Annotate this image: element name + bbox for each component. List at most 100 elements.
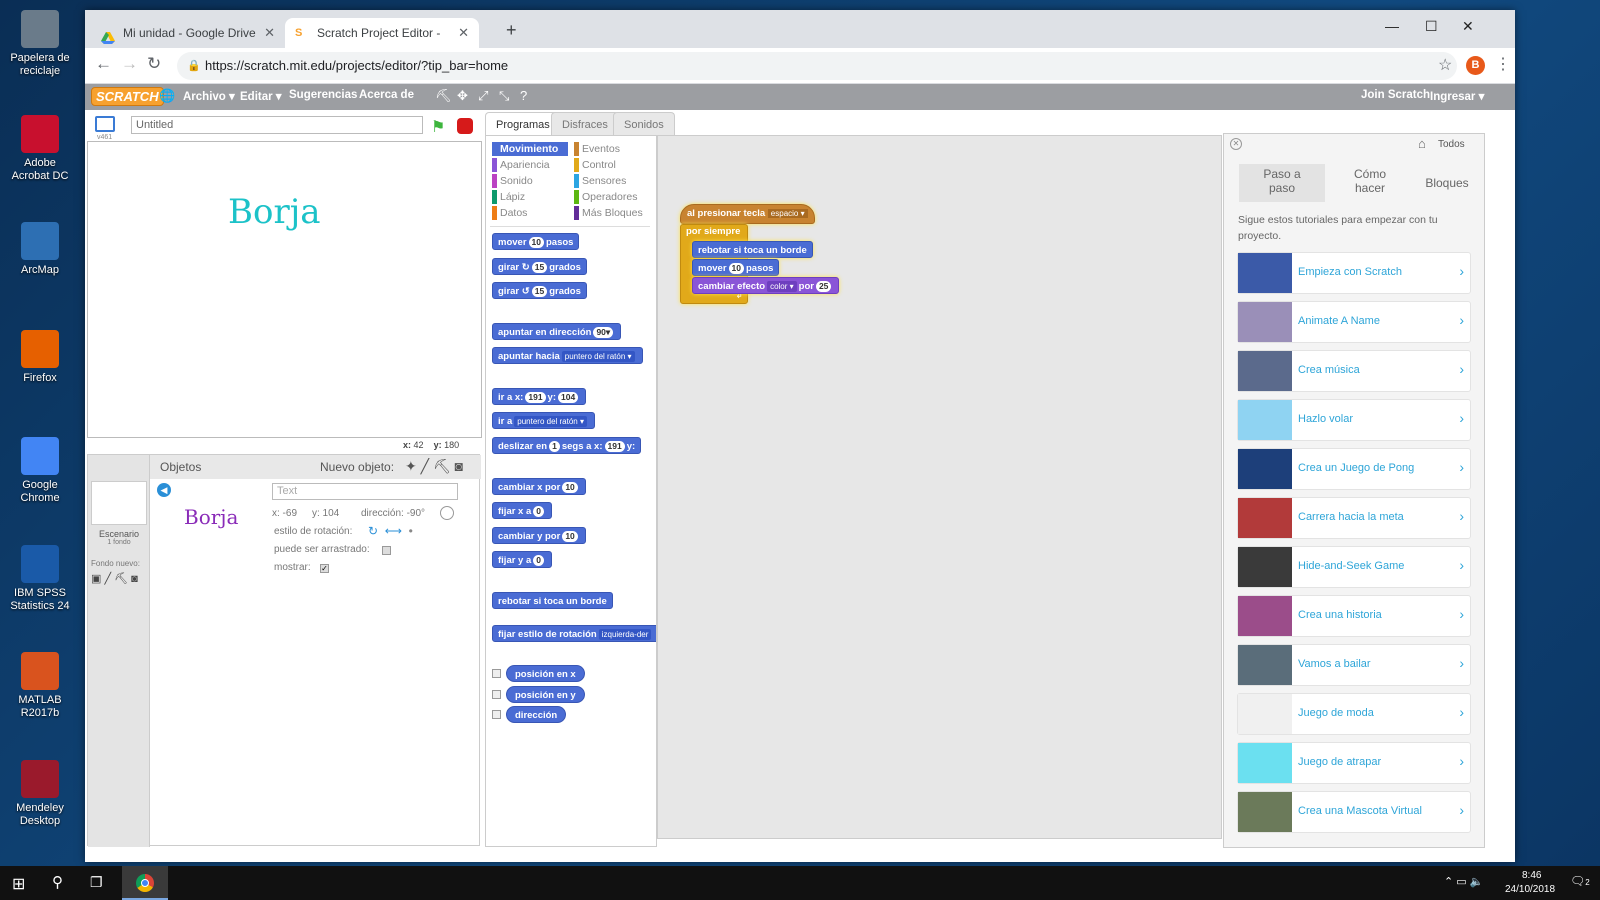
tab-disfraces[interactable]: Disfraces <box>551 112 619 136</box>
cut-icon[interactable]: ✥ <box>457 88 468 103</box>
tutorial-card[interactable]: Crea música› <box>1237 350 1471 392</box>
category-1[interactable]: Eventos <box>574 142 620 156</box>
scripts-area[interactable]: al presionar tecla espacio ▾ por siempre… <box>657 135 1222 839</box>
green-flag-icon[interactable]: ⚑ <box>431 119 446 136</box>
reporter-x-position[interactable]: posición en x <box>506 665 585 682</box>
duplicate-icon[interactable]: ⛏ <box>435 88 452 103</box>
search-icon[interactable]: ⚲ <box>52 874 63 891</box>
clock-date[interactable]: 24/10/2018 <box>1505 884 1556 895</box>
tab-google-drive[interactable]: Mi unidad - Google Drive ✕ <box>91 18 285 48</box>
stage-canvas[interactable]: Borja <box>87 141 482 438</box>
tutorial-card[interactable]: Vamos a bailar› <box>1237 644 1471 686</box>
shrink-icon[interactable]: ⤡ <box>499 88 510 103</box>
tutorial-card[interactable]: Crea una historia› <box>1237 595 1471 637</box>
draggable-checkbox[interactable] <box>382 546 391 555</box>
desktop-icon[interactable]: Google Chrome <box>4 437 76 505</box>
category-6[interactable]: Lápiz <box>492 190 525 204</box>
tutorial-card[interactable]: Crea una Mascota Virtual› <box>1237 791 1471 833</box>
home-icon[interactable]: ⌂ <box>1418 136 1426 151</box>
tutorial-card[interactable]: Hazlo volar› <box>1237 399 1471 441</box>
new-backdrop-icons[interactable]: ▣ ╱ ⛏ ◙ <box>91 573 138 585</box>
tab-programas[interactable]: Programas <box>485 112 561 136</box>
hat-key-pressed[interactable]: al presionar tecla espacio ▾ <box>680 204 815 224</box>
tray-icons[interactable]: ⌃ ▭ 🔈 <box>1444 876 1484 888</box>
new-tab-button[interactable]: + <box>506 20 517 40</box>
login-menu[interactable]: Ingresar ▾ <box>1430 91 1485 103</box>
chrome-taskbar-icon[interactable] <box>122 866 168 900</box>
tips-tab-howto[interactable]: Cómo hacer <box>1353 167 1386 195</box>
category-5[interactable]: Sensores <box>574 174 626 188</box>
project-name-input[interactable]: Untitled <box>131 116 423 134</box>
desktop-icon[interactable]: Mendeley Desktop <box>4 760 76 828</box>
close-window-button[interactable]: ✕ <box>1462 18 1474 34</box>
checkbox-direction[interactable] <box>492 710 501 719</box>
reporter-y-position[interactable]: posición en y <box>506 686 585 703</box>
tips-tab-step[interactable]: Paso a paso <box>1239 164 1325 202</box>
desktop-icon[interactable]: ArcMap <box>4 222 76 277</box>
desktop-icon[interactable]: Papelera de reciclaje <box>4 10 76 78</box>
profile-avatar[interactable]: B <box>1466 56 1485 75</box>
desktop-icon[interactable]: Firefox <box>4 330 76 385</box>
show-checkbox[interactable]: ✓ <box>320 564 329 573</box>
start-icon[interactable]: ⊞ <box>12 876 26 893</box>
stop-icon[interactable] <box>457 118 473 134</box>
menu-kebab-icon[interactable]: ⋮ <box>1495 56 1511 73</box>
close-tab-icon[interactable]: ✕ <box>458 25 469 40</box>
task-view-icon[interactable]: ❐ <box>90 874 103 890</box>
stage-sprite-borja[interactable]: Borja <box>228 192 321 232</box>
menu-archivo[interactable]: Archivo ▾ <box>183 91 235 103</box>
forward-icon[interactable]: → <box>121 54 138 73</box>
maximize-button[interactable]: ☐ <box>1425 18 1438 34</box>
tutorial-card[interactable]: Animate A Name› <box>1237 301 1471 343</box>
desktop-icon[interactable]: Adobe Acrobat DC <box>4 115 76 183</box>
desktop-icon[interactable]: IBM SPSS Statistics 24 <box>4 545 76 613</box>
sprite-name-input[interactable]: Text <box>272 483 458 500</box>
category-3[interactable]: Control <box>574 158 616 172</box>
tips-tab-blocks[interactable]: Bloques <box>1425 176 1469 190</box>
script-bounce[interactable]: rebotar si toca un borde <box>692 241 813 258</box>
tab-scratch[interactable]: S Scratch Project Editor - Imagine, ✕ <box>285 18 479 70</box>
reporter-direction[interactable]: dirección <box>506 706 567 723</box>
close-tab-icon[interactable]: ✕ <box>264 25 275 40</box>
fullscreen-icon[interactable] <box>95 116 115 132</box>
join-scratch-link[interactable]: Join Scratch <box>1361 89 1431 101</box>
close-tips-icon[interactable]: ✕ <box>1230 138 1242 150</box>
info-back-icon[interactable]: ◀ <box>157 483 171 497</box>
category-7[interactable]: Operadores <box>574 190 637 204</box>
rotation-style-icons[interactable]: ↻ ⟷ • <box>368 524 413 538</box>
tutorial-card[interactable]: Carrera hacia la meta› <box>1237 497 1471 539</box>
category-2[interactable]: Apariencia <box>492 158 550 172</box>
menu-sugerencias[interactable]: Sugerencias <box>289 89 358 101</box>
tutorial-card[interactable]: Hide-and-Seek Game› <box>1237 546 1471 588</box>
minimize-button[interactable]: — <box>1385 18 1399 34</box>
reload-icon[interactable]: ↻ <box>147 54 162 73</box>
tab-sonidos[interactable]: Sonidos <box>613 112 675 136</box>
help-icon[interactable]: ? <box>520 88 528 103</box>
block-bounce[interactable]: rebotar si toca un borde <box>492 592 613 609</box>
url-field[interactable]: 🔒https://scratch.mit.edu/projects/editor… <box>177 52 1457 80</box>
direction-dial-icon[interactable] <box>440 506 454 520</box>
category-8[interactable]: Datos <box>492 206 527 220</box>
globe-icon[interactable]: 🌐 <box>159 88 176 103</box>
tutorial-card[interactable]: Crea un Juego de Pong› <box>1237 448 1471 490</box>
checkbox-y-position[interactable] <box>492 690 501 699</box>
stage-thumbnail[interactable] <box>91 481 147 525</box>
checkbox-x-position[interactable] <box>492 669 501 678</box>
bookmark-star-icon[interactable]: ☆ <box>1438 57 1453 74</box>
grow-icon[interactable]: ⤢ <box>478 88 489 103</box>
scratch-logo[interactable]: SCRATCH <box>91 87 164 106</box>
tutorial-card[interactable]: Juego de atrapar› <box>1237 742 1471 784</box>
category-0[interactable]: Movimiento <box>492 142 568 156</box>
menu-editar[interactable]: Editar ▾ <box>240 91 282 103</box>
back-icon[interactable]: ← <box>95 54 112 73</box>
notification-icon[interactable]: 🗨2 <box>1570 874 1590 888</box>
tips-all-link[interactable]: Todos <box>1438 139 1465 150</box>
